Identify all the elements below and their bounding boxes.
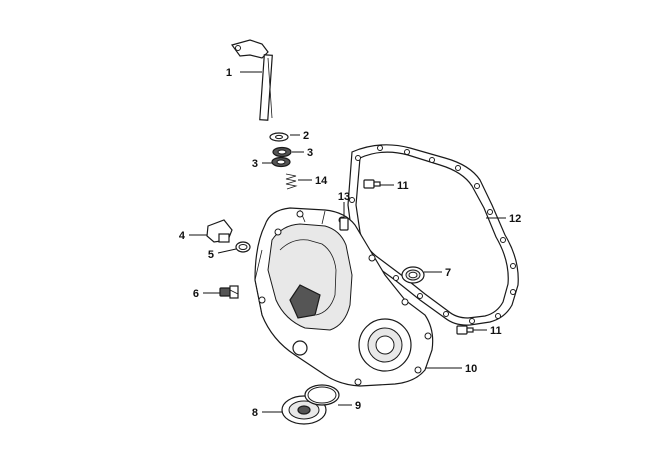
callout-12: 12 [509,213,521,225]
callout-5: 5 [208,249,214,261]
washer [269,132,289,142]
bolt-upper [363,179,381,189]
oil-seal-upper [272,146,292,158]
drain-bolt [219,285,239,299]
shift-shaft [231,39,273,121]
oil-level-plug [206,219,233,243]
cover-gasket [347,144,519,326]
callout-11-upper: 11 [397,180,409,192]
callout-9: 9 [355,400,361,412]
callout-8: 8 [252,407,258,419]
callout-11-lower: 11 [490,325,502,337]
bolt-lower [456,325,474,335]
dowel-pin [339,217,349,231]
oil-seal-lower [271,156,291,168]
callout-14: 14 [315,175,328,187]
o-ring-large [304,384,340,406]
callout-3-lower: 3 [252,158,258,170]
callout-3-upper: 3 [307,147,313,159]
crank-oil-seal [401,266,425,284]
o-ring-small [235,241,251,253]
callout-4: 4 [179,230,186,242]
callout-13: 13 [338,191,350,203]
callout-6: 6 [193,288,199,300]
callout-1: 1 [226,67,232,79]
callout-2: 2 [303,130,309,142]
callout-7: 7 [445,267,451,279]
spring [285,173,298,190]
callout-10: 10 [465,363,477,375]
clutch-cover [254,207,434,387]
